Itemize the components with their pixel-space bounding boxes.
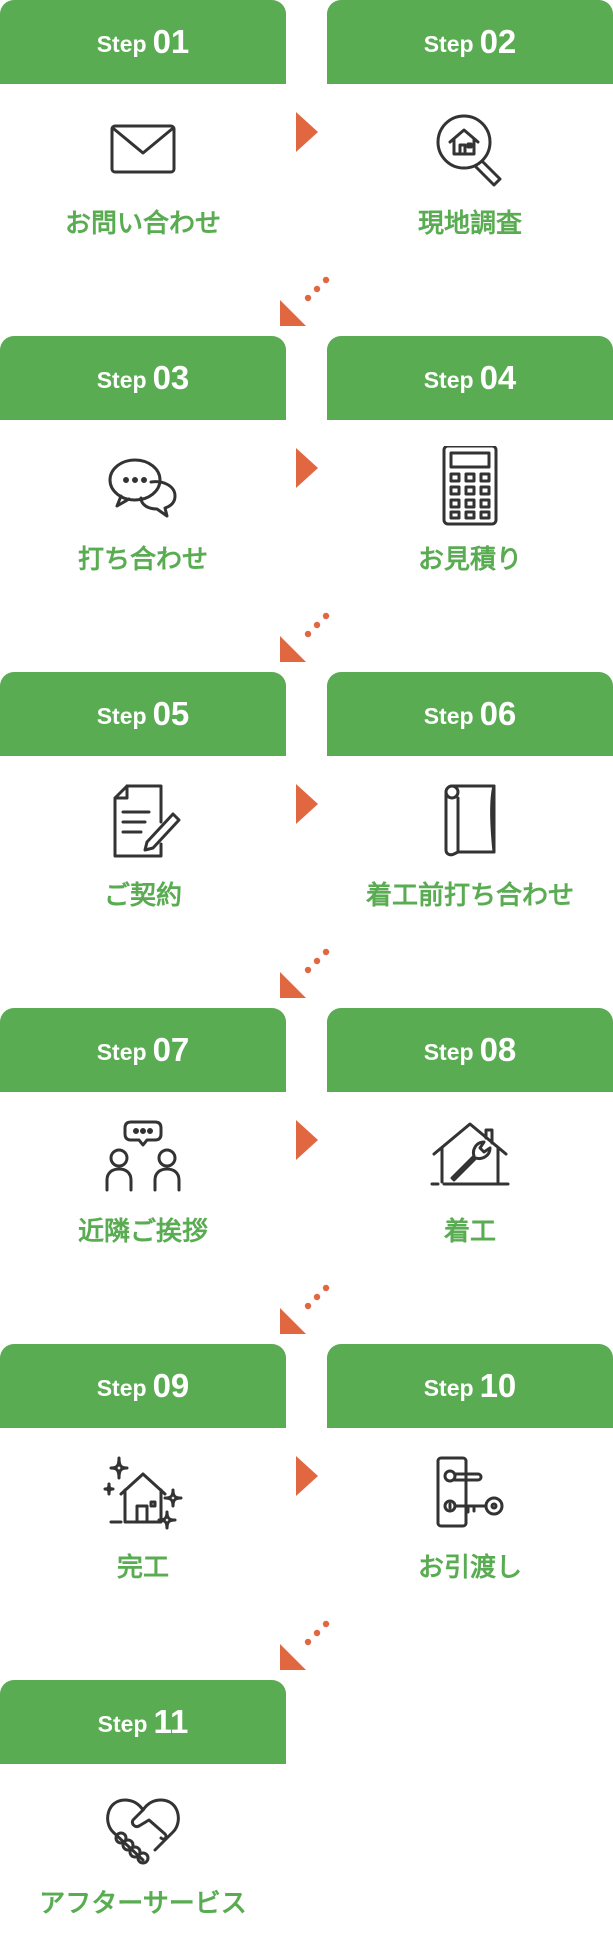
step-word: Step bbox=[423, 702, 474, 729]
arrow-right-icon bbox=[296, 448, 318, 488]
heart-handshake-icon bbox=[103, 1790, 183, 1870]
step-07: Step 07 近隣ご挨拶 bbox=[0, 1008, 286, 1266]
step-word: Step bbox=[96, 30, 147, 57]
step-number: 02 bbox=[479, 23, 517, 60]
arrow-down-left-icon bbox=[278, 948, 330, 1000]
step-label: 現地調査 bbox=[417, 209, 522, 239]
step-header: Step 07 bbox=[0, 1008, 286, 1092]
step-number: 03 bbox=[152, 359, 190, 396]
step-word: Step bbox=[423, 30, 474, 57]
sparkling-house-icon bbox=[103, 1454, 183, 1534]
arrow-right-icon bbox=[296, 1120, 318, 1160]
arrow-right-icon bbox=[296, 112, 318, 152]
step-11: Step 11 アフターサービス bbox=[0, 1680, 286, 1938]
arrow-right-icon bbox=[296, 784, 318, 824]
step-number: 05 bbox=[152, 695, 190, 732]
step-word: Step bbox=[423, 366, 474, 393]
step-01: Step 01 お問い合わせ bbox=[0, 0, 286, 258]
step-number: 10 bbox=[479, 1367, 517, 1404]
step-09: Step 09 完工 bbox=[0, 1344, 286, 1602]
step-header: Step 05 bbox=[0, 672, 286, 756]
arrow-down-left-icon bbox=[278, 612, 330, 664]
step-header: Step 04 bbox=[327, 336, 613, 420]
step-number: 01 bbox=[152, 23, 190, 60]
step-05: Step 05 ご契約 bbox=[0, 672, 286, 930]
step-word: Step bbox=[423, 1374, 474, 1401]
step-word: Step bbox=[96, 1038, 147, 1065]
step-label: お見積り bbox=[417, 545, 522, 575]
step-header: Step 01 bbox=[0, 0, 286, 84]
step-06: Step 06 着工前打ち合わせ bbox=[327, 672, 613, 930]
step-word: Step bbox=[96, 702, 147, 729]
step-label: 着工 bbox=[443, 1217, 496, 1247]
step-header: Step 06 bbox=[327, 672, 613, 756]
envelope-icon bbox=[103, 110, 183, 190]
door-lock-key-icon bbox=[430, 1454, 510, 1534]
arrow-right-icon bbox=[296, 1456, 318, 1496]
step-number: 06 bbox=[479, 695, 517, 732]
arrow-down-left-icon bbox=[278, 276, 330, 328]
step-header: Step 03 bbox=[0, 336, 286, 420]
step-word: Step bbox=[96, 1374, 147, 1401]
step-number: 09 bbox=[152, 1367, 190, 1404]
calculator-icon bbox=[430, 446, 510, 526]
arrow-down-left-icon bbox=[278, 1620, 330, 1672]
step-label: ご契約 bbox=[103, 881, 182, 911]
step-03: Step 03 打ち合わせ bbox=[0, 336, 286, 594]
step-header: Step 11 bbox=[0, 1680, 286, 1764]
contract-pen-icon bbox=[103, 782, 183, 862]
step-number: 07 bbox=[152, 1031, 190, 1068]
step-02: Step 02 現地調査 bbox=[327, 0, 613, 258]
step-label: アフターサービス bbox=[39, 1889, 247, 1919]
step-header: Step 02 bbox=[327, 0, 613, 84]
house-wrench-icon bbox=[430, 1118, 510, 1198]
chat-bubbles-icon bbox=[103, 446, 183, 526]
step-04: Step 04 お見積り bbox=[327, 336, 613, 594]
step-word: Step bbox=[423, 1038, 474, 1065]
step-number: 11 bbox=[153, 1703, 189, 1740]
step-10: Step 10 お引渡し bbox=[327, 1344, 613, 1602]
house-magnifier-icon bbox=[430, 110, 510, 190]
people-talking-icon bbox=[103, 1118, 183, 1198]
step-label: 近隣ご挨拶 bbox=[77, 1217, 208, 1247]
step-label: 完工 bbox=[116, 1553, 169, 1583]
step-label: お問い合わせ bbox=[64, 209, 221, 239]
step-word: Step bbox=[97, 1710, 148, 1737]
step-number: 04 bbox=[479, 359, 517, 396]
step-label: 打ち合わせ bbox=[77, 545, 208, 575]
step-08: Step 08 着工 bbox=[327, 1008, 613, 1266]
step-header: Step 10 bbox=[327, 1344, 613, 1428]
step-header: Step 09 bbox=[0, 1344, 286, 1428]
step-number: 08 bbox=[479, 1031, 517, 1068]
step-header: Step 08 bbox=[327, 1008, 613, 1092]
step-word: Step bbox=[96, 366, 147, 393]
step-label: 着工前打ち合わせ bbox=[365, 881, 574, 911]
blueprint-roll-icon bbox=[430, 782, 510, 862]
step-label: お引渡し bbox=[417, 1553, 522, 1583]
arrow-down-left-icon bbox=[278, 1284, 330, 1336]
